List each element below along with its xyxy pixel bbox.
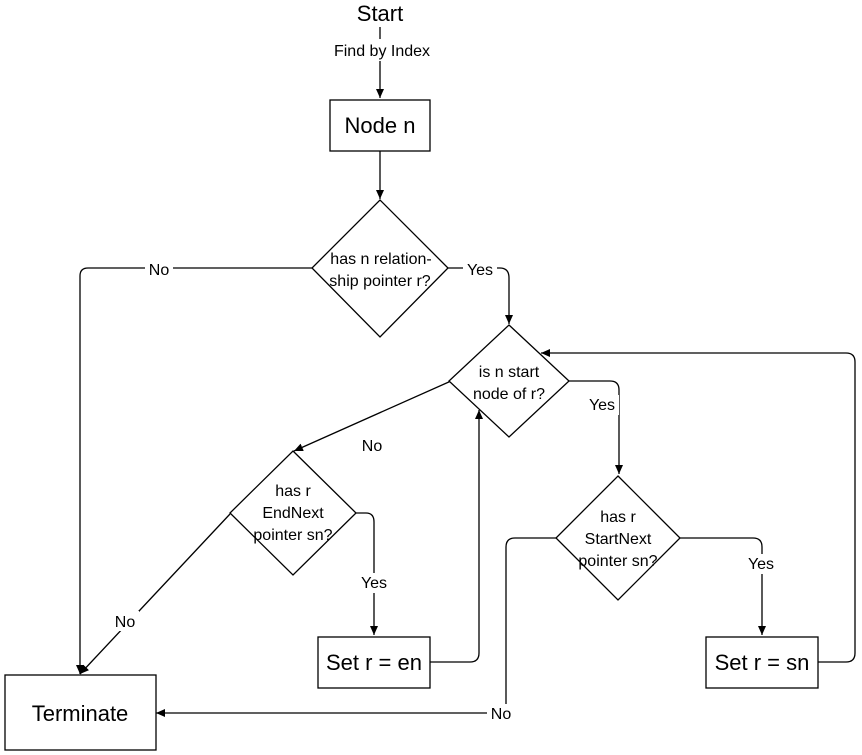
edge-label-end-next-no: No bbox=[115, 614, 136, 631]
edge-has-rel-no bbox=[76, 267, 312, 674]
edge-label-is-start-yes-bg bbox=[585, 395, 619, 415]
find-by-index-label-bg bbox=[324, 39, 440, 61]
decision-is-start-node bbox=[448, 324, 570, 438]
edge-label-has-rel-no: No bbox=[149, 262, 170, 279]
set-r-en-box bbox=[317, 636, 431, 689]
edge-label-end-next-yes-bg bbox=[357, 573, 391, 593]
edge-label-start-next-no-bg bbox=[487, 704, 515, 724]
node-n-box bbox=[329, 99, 431, 152]
decision-has-relationship bbox=[311, 199, 449, 338]
edge-label-is-start-yes: Yes bbox=[589, 397, 615, 414]
find-by-index-label: Find by Index bbox=[334, 43, 430, 60]
decision-has-start-next bbox=[555, 475, 681, 601]
edge-end-next-yes bbox=[356, 512, 378, 635]
edge-has-rel-yes bbox=[448, 267, 513, 324]
decision-has-start-next-line-2: StartNext bbox=[585, 531, 652, 548]
decision-has-start-next-line-1: has r bbox=[600, 509, 636, 526]
edge-label-end-next-no-bg bbox=[111, 611, 139, 631]
edge-start-next-yes bbox=[680, 537, 766, 635]
decision-has-end-next-line-3: pointer sn? bbox=[253, 527, 332, 544]
node-n-label: Node n bbox=[345, 113, 416, 138]
edge-label-start-next-no: No bbox=[491, 706, 512, 723]
edge-label-is-start-no: No bbox=[362, 438, 383, 455]
decision-has-relationship-line-1: has n relation- bbox=[330, 251, 431, 268]
terminate-box bbox=[4, 674, 157, 751]
decision-has-relationship-line-2: ship pointer r? bbox=[329, 273, 430, 290]
edge-label-has-rel-no-bg bbox=[145, 259, 173, 279]
terminate-label: Terminate bbox=[32, 701, 129, 726]
edge-set-sn-loop bbox=[541, 349, 856, 663]
start-label: Start bbox=[357, 1, 403, 26]
edge-is-start-no bbox=[293, 380, 452, 452]
set-r-sn-box bbox=[705, 636, 819, 689]
edge-label-start-next-yes-bg bbox=[744, 554, 778, 574]
decision-has-end-next-line-2: EndNext bbox=[262, 505, 324, 522]
edge-is-start-yes bbox=[569, 380, 623, 474]
decision-has-start-next-line-3: pointer sn? bbox=[578, 553, 657, 570]
set-r-sn-label: Set r = sn bbox=[715, 650, 810, 675]
edge-set-en-loop bbox=[430, 410, 483, 663]
decision-has-end-next bbox=[229, 450, 357, 576]
edge-end-next-no bbox=[79, 513, 231, 675]
edge-label-has-rel-yes: Yes bbox=[467, 262, 493, 279]
edge-label-start-next-yes: Yes bbox=[748, 556, 774, 573]
edge-label-end-next-yes: Yes bbox=[361, 575, 387, 592]
decision-has-end-next-line-1: has r bbox=[275, 483, 311, 500]
decision-is-start-node-line-2: node of r? bbox=[473, 386, 545, 403]
decision-is-start-node-line-1: is n start bbox=[479, 364, 540, 381]
set-r-en-label: Set r = en bbox=[326, 650, 422, 675]
edge-label-has-rel-yes-bg bbox=[463, 259, 497, 279]
